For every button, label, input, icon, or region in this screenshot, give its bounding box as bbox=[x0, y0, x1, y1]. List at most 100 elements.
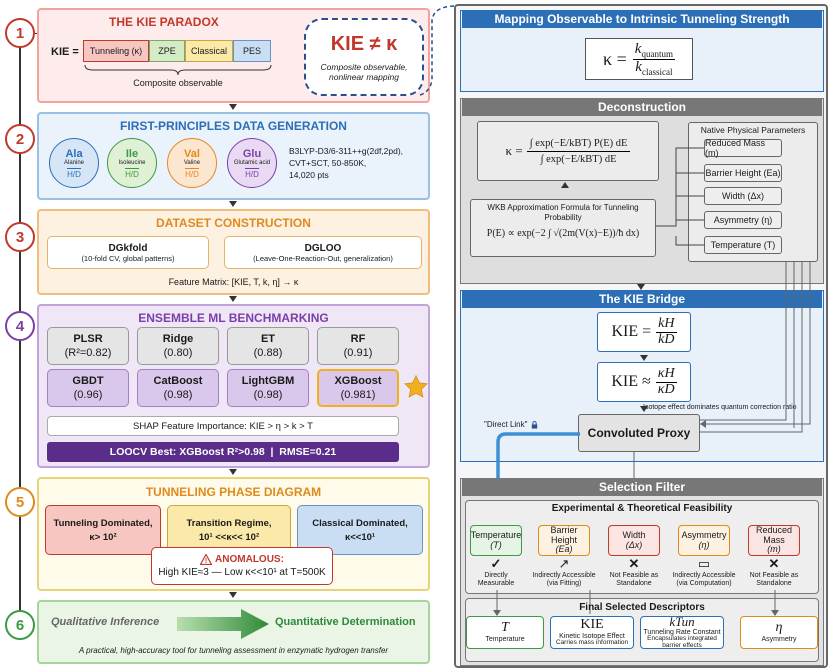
sel-barrier-sym: (Ea) bbox=[555, 544, 573, 555]
sel-barrier-height: Barrier Height(Ea) bbox=[538, 525, 590, 556]
shap-box: SHAP Feature Importance: KIE > η > k > T bbox=[47, 416, 399, 436]
ala-name: Alanine bbox=[63, 159, 84, 166]
kappa-ratio-box: κ = kquantum kclassical bbox=[585, 38, 693, 80]
bridge2-lhs: KIE ≈ bbox=[611, 373, 651, 390]
check-icon: ✓ bbox=[490, 556, 502, 571]
kie-terms: Tunneling (κ) ZPE Classical PES bbox=[83, 40, 271, 62]
sel-asymmetry-name: Asymmetry bbox=[681, 529, 727, 540]
kie-neq-note: Composite observable, nonlinear mapping bbox=[320, 61, 408, 82]
model-plsr: PLSR(R²=0.82) bbox=[47, 327, 129, 365]
svg-text:!: ! bbox=[205, 558, 207, 565]
term-tunneling: Tunneling (κ) bbox=[83, 40, 149, 62]
bridge2-num: κH bbox=[655, 365, 677, 383]
direct-link-label: "Direct Link" bbox=[484, 420, 539, 429]
int-numerator: ∫ exp(−E/kBT) P(E) dE bbox=[526, 136, 631, 152]
panel-ml-benchmark: ENSEMBLE ML BENCHMARKING PLSR(R²=0.82) R… bbox=[37, 304, 430, 468]
panel-2-title: FIRST-PRINCIPLES DATA GENERATION bbox=[120, 119, 347, 133]
panel-dataset: DATASET CONSTRUCTION DGkfold (10-fold CV… bbox=[37, 209, 430, 295]
wkb-title: WKB Approximation Formula for Tunneling … bbox=[487, 203, 639, 222]
region-transition: Transition Regime, 10¹ <<κ<< 10² bbox=[167, 505, 291, 555]
param-temperature: Temperature (T) bbox=[704, 236, 782, 254]
final-asymmetry-sym: η bbox=[775, 620, 783, 636]
dgkfold-box: DGkfold (10-fold CV, global patterns) bbox=[47, 236, 209, 269]
method-line-3: 14,020 pts bbox=[289, 169, 329, 180]
kie-neq-kappa: KIE ≠ κ bbox=[330, 32, 398, 55]
arrow-wkb-up bbox=[561, 182, 569, 188]
k-den-sub: classical bbox=[641, 66, 673, 77]
xgboost-score: (0.981) bbox=[340, 389, 376, 401]
composite-brace bbox=[84, 64, 272, 76]
panel-kie-paradox: THE KIE PARADOX KIE = Tunneling (κ) ZPE … bbox=[37, 8, 430, 103]
bridge2-den: κD bbox=[657, 381, 675, 397]
sel-width: Width(Δx) bbox=[608, 525, 660, 556]
param-barrier-height: Barrier Height (Ea) bbox=[704, 164, 782, 182]
cross-icon: ✕ bbox=[628, 556, 640, 571]
final-ktun-name: Tunneling Rate Constant bbox=[643, 628, 721, 636]
dgloo-title: DGLOO bbox=[304, 242, 342, 254]
plsr-score: (R²=0.82) bbox=[64, 347, 112, 359]
region-transition-value: 10¹ <<κ<< 10² bbox=[198, 531, 260, 543]
panel-5-title: TUNNELING PHASE DIAGRAM bbox=[145, 485, 322, 499]
convoluted-proxy-box: Convoluted Proxy bbox=[578, 414, 700, 452]
catboost-name: CatBoost bbox=[153, 374, 203, 387]
barrier-note: Indirectly Accessible (via Fitting) bbox=[532, 571, 596, 587]
val-name: Valine bbox=[183, 159, 201, 166]
kappa-integral-box: κ = ∫ exp(−E/kBT) P(E) dE ∫ exp(−E/kBT) … bbox=[477, 121, 659, 181]
sel-temperature-sym: (T) bbox=[490, 539, 502, 550]
model-xgboost: XGBoost(0.981) bbox=[317, 369, 399, 407]
wkb-box: WKB Approximation Formula for Tunneling … bbox=[470, 199, 656, 257]
params-to-proxy-lines bbox=[700, 262, 811, 433]
anomalous-header: ! ANOMALOUS: bbox=[200, 554, 284, 565]
region-classical: Classical Dominated, κ<<10¹ bbox=[297, 505, 423, 555]
arrow-5-6 bbox=[229, 592, 237, 598]
step-5-badge: 5 bbox=[5, 487, 35, 517]
glu-name: Glutamic acid bbox=[233, 159, 271, 166]
ile-hd: H/D bbox=[125, 167, 139, 179]
panel-3-title: DATASET CONSTRUCTION bbox=[156, 216, 311, 230]
header-mapping: Mapping Observable to Intrinsic Tunnelin… bbox=[462, 10, 822, 28]
ridge-score: (0.80) bbox=[163, 347, 193, 359]
asymmetry-note: Indirectly Accessible (via Computation) bbox=[672, 571, 736, 587]
dgkfold-title: DGkfold bbox=[108, 242, 148, 254]
param-asymmetry: Asymmetry (η) bbox=[704, 211, 782, 229]
bridge1-num: kH bbox=[656, 315, 677, 333]
ridge-name: Ridge bbox=[162, 332, 194, 345]
amino-glu: Glu Glutamic acid H/D bbox=[227, 138, 277, 188]
val-code: Val bbox=[184, 147, 200, 160]
arrow-4-5 bbox=[229, 469, 237, 475]
final-kie-sym: KIE bbox=[580, 617, 604, 633]
et-score: (0.88) bbox=[253, 347, 283, 359]
amino-val: Val Valine H/D bbox=[167, 138, 217, 188]
k-den: k bbox=[635, 58, 642, 75]
arrow-bridge-proxy bbox=[640, 406, 648, 412]
panel-4-title: ENSEMBLE ML BENCHMARKING bbox=[138, 311, 329, 325]
sel-reduced-mass: Reduced Mass(m) bbox=[748, 525, 800, 556]
glu-code: Glu bbox=[242, 147, 262, 160]
anomalous-title: ANOMALOUS: bbox=[215, 554, 284, 565]
step-3-badge: 3 bbox=[5, 222, 35, 252]
final-temperature: T Temperature bbox=[466, 616, 544, 649]
arrow-3-4 bbox=[229, 296, 237, 302]
method-text: B3LYP-D3/6-311++g(2df,2pd), CVT+SCT, 50-… bbox=[289, 146, 403, 182]
sel-asymmetry-note: ▭Indirectly Accessible (via Computation) bbox=[669, 556, 739, 588]
final-kie: KIE Kinetic Isotope Effect Carries mass … bbox=[550, 616, 634, 649]
region-classical-title: Classical Dominated, bbox=[312, 517, 408, 529]
dgloo-box: DGLOO (Leave-One-Reaction-Out, generaliz… bbox=[224, 236, 422, 269]
anomalous-text: High KIE≈3 — Low κ<<10¹ at T=500K bbox=[158, 567, 326, 578]
arrow-2-3 bbox=[229, 201, 237, 207]
method-line-1: B3LYP-D3/6-311++g(2df,2pd), bbox=[289, 146, 404, 156]
val-hd: H/D bbox=[185, 167, 199, 179]
step-1-badge: 1 bbox=[5, 18, 35, 48]
model-lightgbm: LightGBM(0.98) bbox=[227, 369, 309, 407]
final-title: Final Selected Descriptors bbox=[579, 602, 705, 613]
lightgbm-name: LightGBM bbox=[241, 374, 295, 387]
dgkfold-sub: (10-fold CV, global patterns) bbox=[81, 253, 175, 263]
sel-mass-note: ✕Not Feasible as Standalone bbox=[739, 556, 809, 588]
sel-barrier-name: Barrier Height bbox=[550, 524, 578, 545]
final-ktun-desc: Encapsulates integrated barrier effects bbox=[647, 635, 717, 649]
kappa-fraction: kquantum kclassical bbox=[632, 41, 675, 77]
param-width: Width (Δx) bbox=[704, 187, 782, 205]
monitor-icon: ▭ bbox=[697, 556, 711, 571]
